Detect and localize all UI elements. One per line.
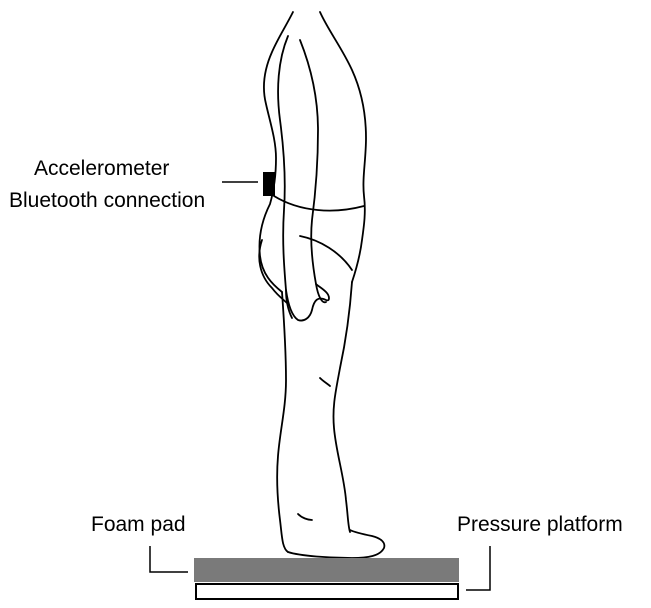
foam-pad-leader-line [150,546,188,572]
foam-pad [194,558,459,582]
figure-ankle-mark [298,514,312,520]
pressure-platform-leader-line [466,546,490,590]
figure-foot [288,530,384,558]
pressure-platform-label: Pressure platform [457,514,623,535]
figure-briefs-leg [300,236,352,270]
human-figure [259,12,384,558]
pressure-platform [196,584,458,599]
figure-knee-mark [320,378,330,386]
figure-arm-front [300,40,326,302]
figure-arm-outline [278,36,292,318]
figure-leg-back [277,292,288,552]
figure-back-outline [259,12,293,292]
bluetooth-connection-label: Bluetooth connection [9,190,205,211]
accelerometer-device [263,172,275,196]
figure-briefs-top [274,196,364,211]
figure-leg-front [333,282,352,532]
foam-pad-label: Foam pad [91,514,186,535]
figure-front-outline [320,12,366,282]
accelerometer-label: Accelerometer [34,158,169,179]
